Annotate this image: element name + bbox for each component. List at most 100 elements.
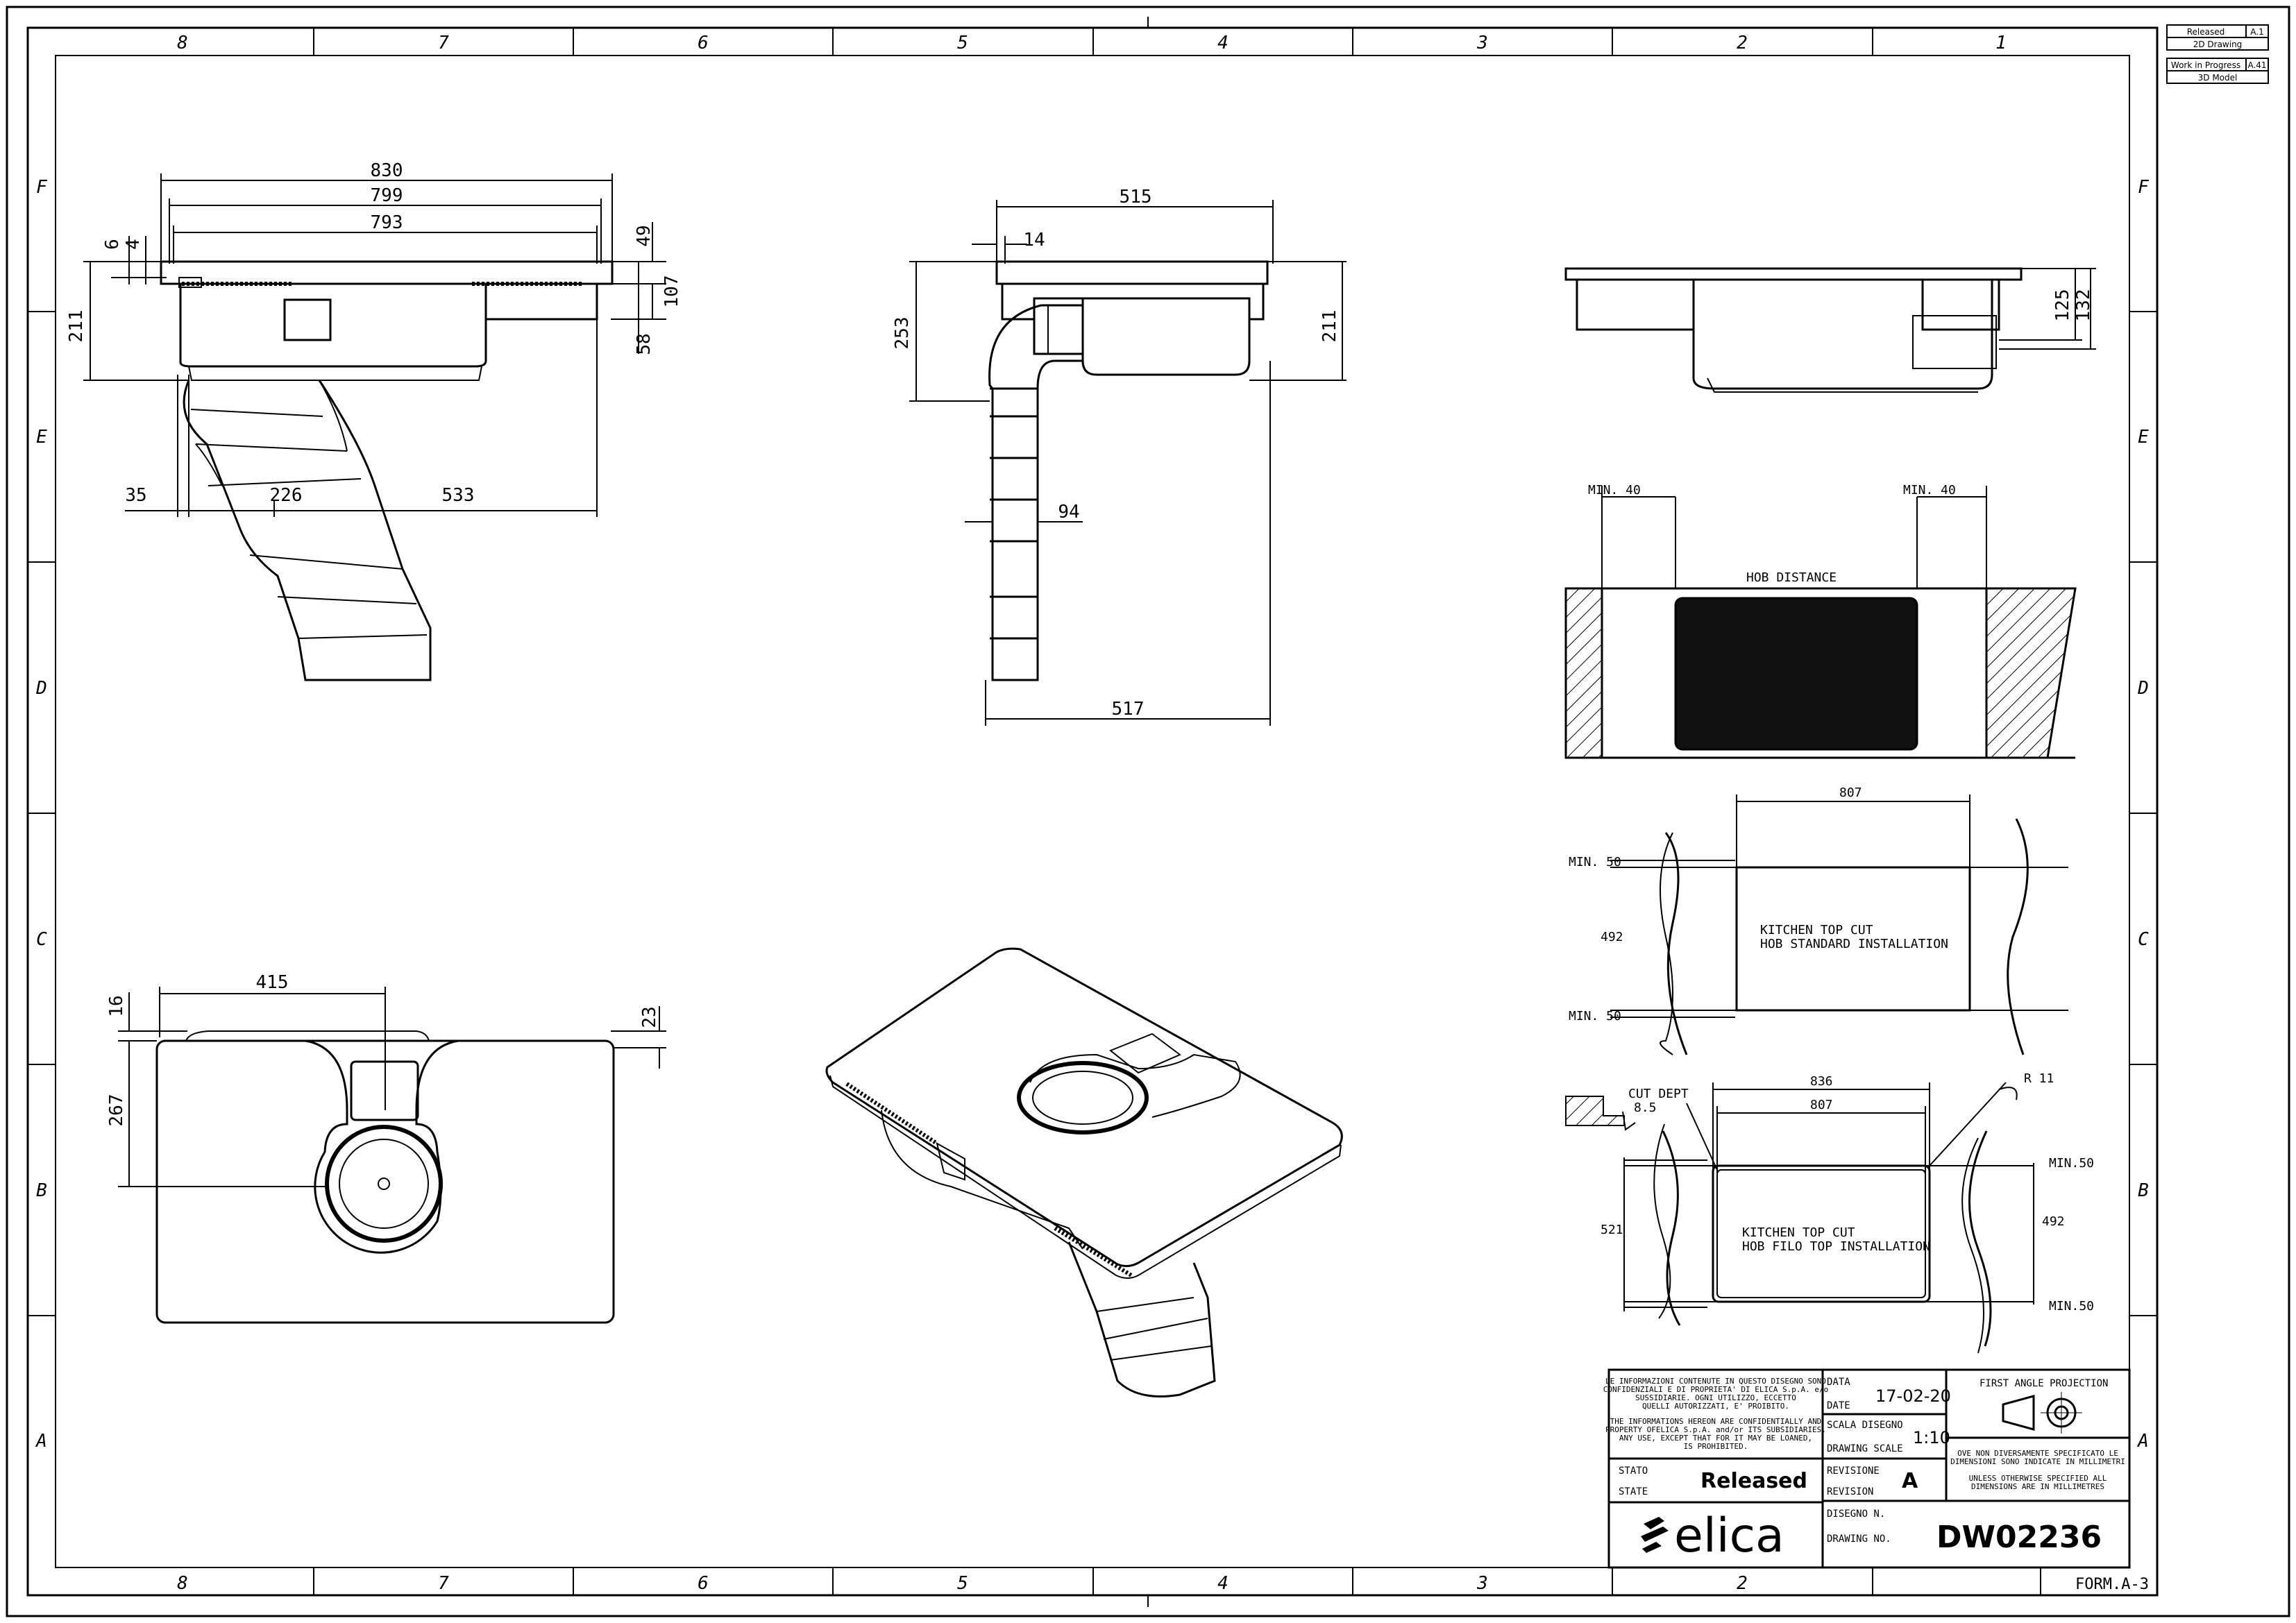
filo-cut-label-2: HOB FILO TOP INSTALLATION xyxy=(1742,1239,1930,1254)
disegno-label: DISEGNO N. xyxy=(1827,1509,1885,1520)
col-label-top-8: 8 xyxy=(177,33,188,53)
revision-value: A xyxy=(1902,1469,1918,1493)
grid-ticks xyxy=(28,28,2157,1595)
std-cut-label-1: KITCHEN TOP CUT xyxy=(1760,923,1873,937)
status-released-code: A.1 xyxy=(2250,27,2263,37)
top-view-dimensions xyxy=(118,987,666,1187)
dim-211-side: 211 xyxy=(1319,310,1340,343)
dim-94: 94 xyxy=(1058,502,1079,522)
right-dimensions xyxy=(1999,268,2096,350)
hob-distance-view xyxy=(1564,486,2077,759)
dim-14: 14 xyxy=(1023,230,1045,250)
row-label-right-D: D xyxy=(2137,678,2149,699)
date-value: 17-02-20 xyxy=(1875,1386,1951,1406)
legal-en-1: THE INFORMATIONS HEREON ARE CONFIDENTIAL… xyxy=(1610,1417,1822,1426)
iso-fan xyxy=(1017,1061,1149,1135)
std-cut-label-2: HOB STANDARD INSTALLATION xyxy=(1760,937,1948,951)
status-wip-code: A.41 xyxy=(2247,60,2266,70)
std-cut-min-bottom: MIN. 50 xyxy=(1569,1009,1621,1023)
row-label-left-D: D xyxy=(35,678,47,699)
hob-distance-label: HOB DISTANCE xyxy=(1746,570,1837,585)
state-label: STATE xyxy=(1619,1486,1648,1497)
units-it-1: OVE NON DIVERSAMENTE SPECIFICATO LE xyxy=(1957,1449,2118,1458)
dim-23: 23 xyxy=(639,1006,660,1028)
revision-label: REVISION xyxy=(1827,1486,1873,1497)
row-label-right-A: A xyxy=(2136,1431,2149,1452)
col-label-bottom-4: 4 xyxy=(1217,1573,1229,1594)
date-label: DATE xyxy=(1827,1400,1850,1411)
dim-830: 830 xyxy=(371,160,403,181)
projection-symbol xyxy=(2002,1392,2082,1434)
row-label-left-C: C xyxy=(36,929,47,950)
filo-cut-view xyxy=(1565,1082,2034,1354)
std-cut-min-top: MIN. 50 xyxy=(1569,855,1621,869)
fan-grille xyxy=(325,1125,443,1243)
dim-253: 253 xyxy=(892,317,913,350)
projection-label: FIRST ANGLE PROJECTION xyxy=(1980,1378,2108,1389)
dim-515: 515 xyxy=(1120,187,1152,207)
std-cut-height: 492 xyxy=(1601,930,1623,944)
scala-label: SCALA DISEGNO xyxy=(1827,1420,1903,1431)
legal-en-4: IS PROHIBITED. xyxy=(1684,1442,1748,1451)
units-it-2: DIMENSIONI SONO INDICATE IN MILLIMETRI xyxy=(1950,1457,2125,1466)
col-label-bottom-2: 2 xyxy=(1737,1573,1748,1594)
row-label-left-B: B xyxy=(36,1180,47,1201)
filo-cut-height-outer: 521 xyxy=(1601,1223,1623,1237)
dim-517: 517 xyxy=(1112,699,1145,720)
legal-it-1: LE INFORMAZIONI CONTENUTE IN QUESTO DISE… xyxy=(1605,1377,1826,1386)
units-en-1: UNLESS OTHERWISE SPECIFIED ALL xyxy=(1969,1474,2107,1483)
hob-cut-area xyxy=(1674,597,1918,751)
col-label-bottom-7: 7 xyxy=(438,1573,449,1594)
filo-cut-depth-1: CUT DEPT xyxy=(1628,1087,1689,1101)
filo-cut-radius: R 11 xyxy=(2024,1071,2054,1086)
scale-label: DRAWING SCALE xyxy=(1827,1443,1903,1454)
col-label-top-5: 5 xyxy=(957,33,968,53)
state-value: Released xyxy=(1700,1469,1807,1493)
dim-211-front: 211 xyxy=(66,310,87,343)
legal-it-3: SUSSIDIARIE. OGNI UTILIZZO, ECCETTO xyxy=(1635,1393,1796,1402)
col-label-top-7: 7 xyxy=(438,33,449,53)
dim-533: 533 xyxy=(442,485,475,506)
filo-cut-height-inner: 492 xyxy=(2042,1214,2065,1229)
dim-132: 132 xyxy=(2073,289,2094,322)
dim-125: 125 xyxy=(2052,289,2073,322)
legal-en-3: ANY USE, EXCEPT THAT FOR IT MAY BE LOANE… xyxy=(1619,1434,1812,1443)
status-box xyxy=(2166,24,2269,84)
filo-cut-depth-2: 8.5 xyxy=(1634,1101,1657,1115)
dim-107: 107 xyxy=(661,275,682,308)
dim-49: 49 xyxy=(634,225,655,246)
title-block xyxy=(1607,1368,2131,1569)
col-label-top-4: 4 xyxy=(1217,33,1229,53)
std-cut-width: 807 xyxy=(1839,785,1862,800)
min-40-left: MIN. 40 xyxy=(1588,483,1641,498)
units-en-2: DIMENSIONS ARE IN MILLIMETRES xyxy=(1971,1482,2104,1491)
row-label-right-C: C xyxy=(2138,929,2149,950)
revisione-label: REVISIONE xyxy=(1827,1465,1880,1477)
filo-cut-min-top: MIN.50 xyxy=(2049,1156,2094,1171)
dim-226: 226 xyxy=(270,485,303,506)
elica-logo: elica xyxy=(1641,1509,1784,1563)
row-label-left-E: E xyxy=(36,427,47,448)
col-label-top-6: 6 xyxy=(698,33,709,53)
status-released-sub: 2D Drawing xyxy=(2193,40,2243,49)
data-label: DATA xyxy=(1827,1377,1850,1388)
col-label-top-3: 3 xyxy=(1476,33,1488,53)
dim-799: 799 xyxy=(371,185,403,206)
dim-16: 16 xyxy=(106,995,127,1017)
standard-cut-view xyxy=(1610,794,2068,1055)
dim-4: 4 xyxy=(123,239,144,250)
filo-cut-outer-width: 836 xyxy=(1810,1074,1833,1089)
form-code: FORM.A-3 xyxy=(2075,1576,2149,1593)
side-dimensions xyxy=(909,200,1347,726)
dim-793: 793 xyxy=(371,212,403,233)
col-label-top-1: 1 xyxy=(1995,33,2007,53)
min-40-right: MIN. 40 xyxy=(1903,483,1956,498)
row-label-right-B: B xyxy=(2138,1180,2149,1201)
col-label-bottom-8: 8 xyxy=(177,1573,188,1594)
dim-415: 415 xyxy=(256,972,289,993)
status-released: Released xyxy=(2187,27,2225,37)
scale-value: 1:10 xyxy=(1913,1428,1950,1447)
row-label-left-A: A xyxy=(35,1431,47,1452)
dim-6: 6 xyxy=(102,239,123,250)
